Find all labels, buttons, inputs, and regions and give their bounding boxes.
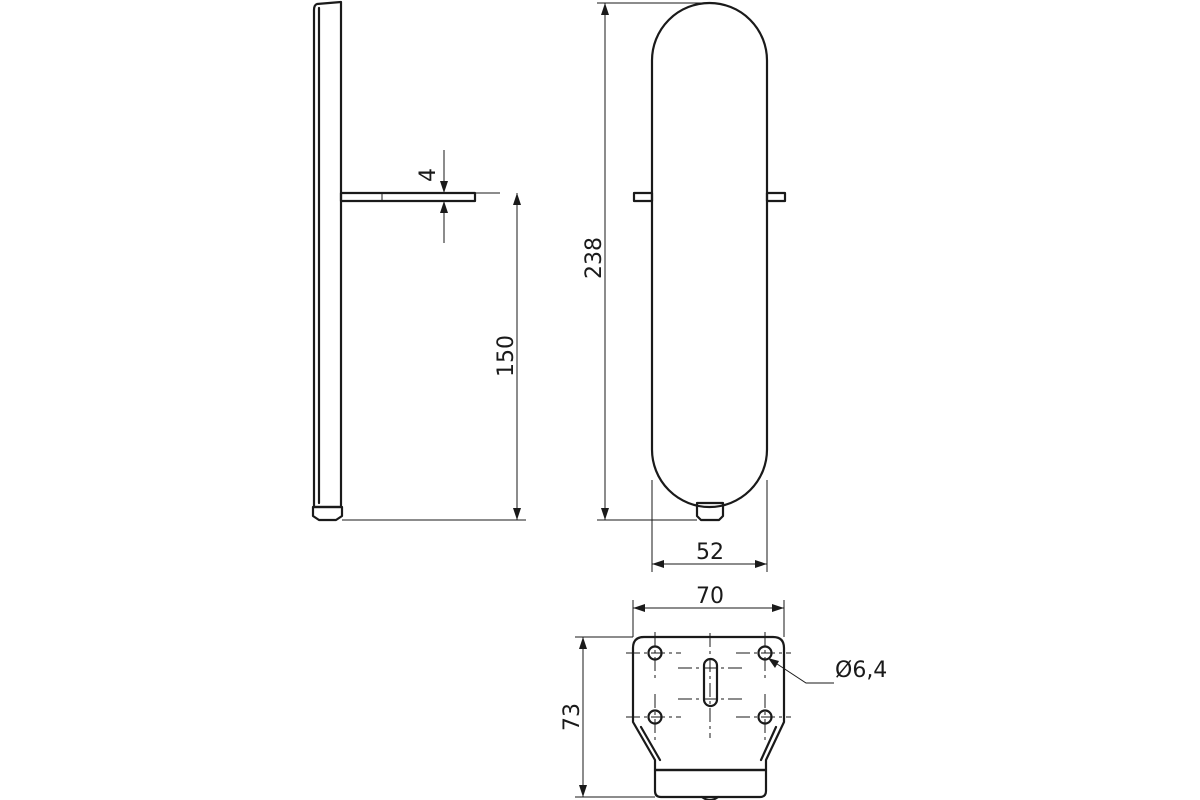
side-view-plate: [339, 191, 477, 203]
front-view-right-peg: [765, 191, 787, 203]
front-view-left-peg: [632, 191, 654, 203]
dimension-label-mounting-depth: 73: [560, 703, 585, 731]
side-view: [311, 0, 477, 522]
dimension-label-front-width: 52: [696, 540, 724, 565]
mounting-hole-bottom-left: [647, 709, 663, 725]
mounting-hole-top-right: [757, 645, 773, 661]
mounting-hole-bottom-right: [757, 709, 773, 725]
side-view-foot: [311, 505, 344, 522]
dimension-overall-height: 238: [582, 2, 709, 521]
dimension-label-hole-diameter: Ø6,4: [835, 658, 887, 683]
dimension-plate-thickness: 4: [416, 150, 500, 243]
mounting-plate-inner-edge: [639, 725, 778, 762]
dimension-mounting-depth: 73: [560, 636, 655, 798]
mounting-plate-foot-tab: [700, 795, 720, 800]
dimension-support-height: 150: [342, 193, 526, 521]
mounting-plate-outline: [631, 635, 786, 772]
dimension-front-width: 52: [651, 480, 768, 572]
front-view: [632, 1, 787, 522]
dimension-label-plate-thickness: 4: [416, 168, 441, 182]
mounting-center-slot: [702, 657, 719, 708]
front-view-body: [650, 1, 769, 509]
dimension-label-overall-height: 238: [582, 237, 607, 279]
front-view-foot: [695, 501, 725, 522]
mounting-hole-top-left: [647, 645, 663, 661]
mounting-plate-foot: [653, 768, 768, 799]
mounting-plate-view: [626, 632, 791, 800]
dimension-label-mounting-width: 70: [696, 584, 724, 609]
dimension-label-support-height: 150: [494, 335, 519, 377]
dimension-hole-diameter: Ø6,4: [767, 657, 887, 684]
dimension-mounting-width: 70: [632, 584, 785, 637]
